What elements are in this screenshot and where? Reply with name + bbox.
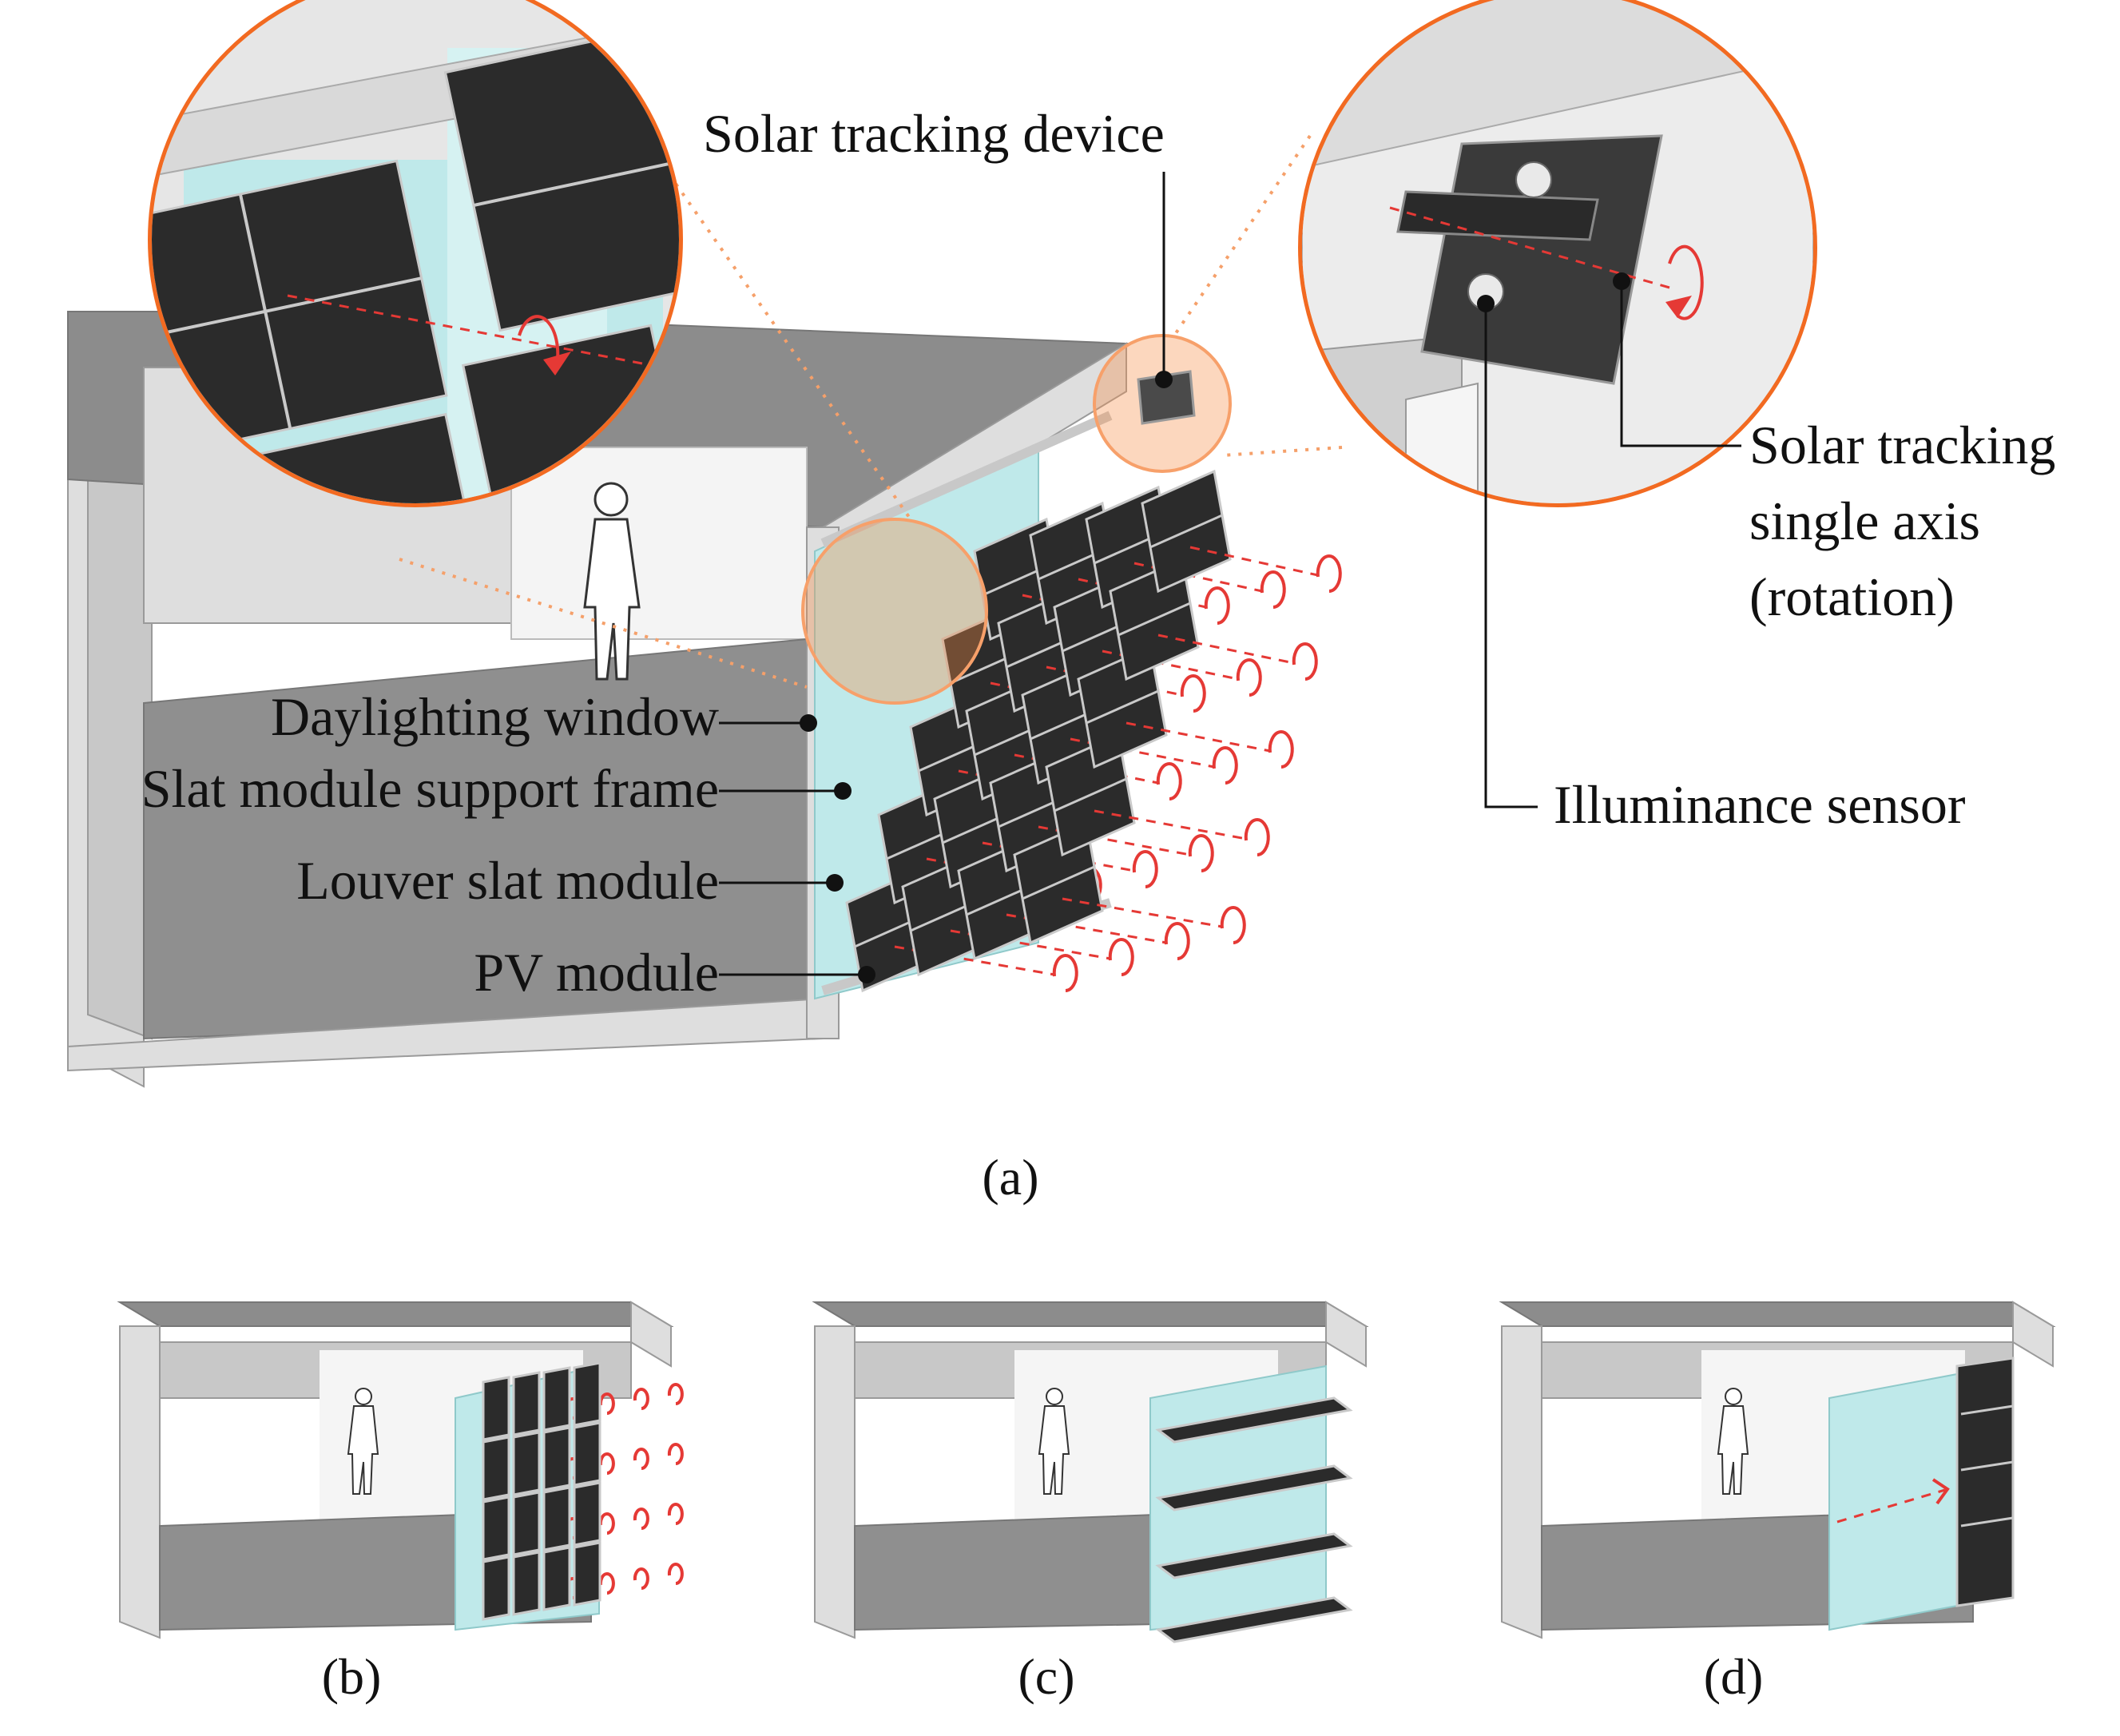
rotation-arrow-small — [598, 1572, 615, 1595]
rotation-arrow-small — [598, 1392, 615, 1415]
rotation-arrow — [1212, 746, 1238, 785]
rotation-arrow — [1316, 554, 1342, 593]
rotation-arrow-tracker — [1668, 244, 1704, 320]
rotation-arrow — [1204, 586, 1230, 625]
labels: Solar tracking device Solar tracking sin… — [141, 103, 2056, 1003]
panel-b — [117, 1301, 684, 1639]
rotation-arrow — [1132, 850, 1158, 888]
caption-a: (a) — [982, 1149, 1038, 1206]
pv-slat-small — [482, 1496, 510, 1561]
pv-slat-small — [542, 1546, 571, 1611]
rotation-arrow — [1156, 762, 1182, 800]
pv-slat-divider — [1086, 689, 1159, 725]
pv-slat-small — [482, 1555, 510, 1621]
sensor-dome-top — [1515, 161, 1552, 198]
pv-slat-divider — [1022, 865, 1095, 900]
leader-lines — [719, 172, 1741, 983]
pv-slat-small — [573, 1481, 601, 1547]
rotation-arrow-small — [598, 1452, 615, 1475]
rotation-arrow-small — [667, 1383, 684, 1405]
label-louver-slat-module: Louver slat module — [296, 850, 719, 911]
rotation-arrow-small — [633, 1388, 649, 1410]
zoom-circle-tracker — [1298, 0, 1817, 507]
zoom-connectors — [399, 118, 1343, 689]
rotation-axis-line — [1189, 546, 1319, 577]
pv-slat-small — [512, 1371, 541, 1436]
rotation-arrow-small — [667, 1563, 684, 1585]
rotation-arrow — [1108, 938, 1134, 976]
pv-slat-small — [482, 1376, 510, 1441]
rotation-arrow — [1292, 642, 1318, 681]
pv-slat-small — [542, 1426, 571, 1492]
caption-d: (d) — [1704, 1648, 1764, 1705]
pv-slat-small — [512, 1551, 541, 1616]
person-silhouette — [583, 482, 641, 681]
panel-c — [812, 1301, 1369, 1643]
rotation-arrow-small — [667, 1503, 684, 1525]
pv-slat-small — [542, 1366, 571, 1432]
rotation-arrow — [1220, 906, 1246, 944]
rotation-arrow — [1244, 818, 1270, 856]
rotation-arrow — [1164, 922, 1190, 960]
horizontal-shelves — [1155, 1396, 1353, 1643]
rotation-axis-line — [1094, 809, 1247, 840]
rotation-axis-line — [1062, 897, 1223, 928]
pv-slat-small — [573, 1541, 601, 1607]
slat-highlight — [801, 518, 988, 705]
pv-slat-small — [573, 1361, 601, 1427]
pv-slat-divider — [1118, 602, 1191, 637]
pv-slat-small — [542, 1486, 571, 1551]
rotation-axis-line — [1126, 721, 1271, 753]
pv-slat-divider — [1149, 514, 1223, 549]
label-pv-module: PV module — [474, 942, 719, 1003]
rotation-arrow-small — [667, 1443, 684, 1465]
zoom-circle-slat — [148, 0, 683, 507]
rotation-arrow — [1188, 834, 1214, 872]
caption-b: (b) — [322, 1648, 382, 1705]
label-slat-module-support-frame: Slat module support frame — [141, 758, 719, 819]
rotation-arrow — [1260, 570, 1286, 609]
back-opening — [510, 447, 808, 640]
pv-slat-small — [573, 1421, 601, 1487]
pv-slat-small — [512, 1431, 541, 1496]
rotation-arrow-small — [633, 1448, 649, 1470]
label-solar-tracking-device: Solar tracking device — [703, 103, 1165, 164]
tracking-device-body — [1137, 370, 1196, 425]
panel-d — [1499, 1301, 2056, 1639]
rotation-arrow — [1180, 674, 1206, 713]
pv-slat-small — [482, 1436, 510, 1501]
label-illuminance-sensor: Illuminance sensor — [1554, 774, 1966, 835]
pv-louver-grid — [845, 469, 1342, 993]
label-solar-tracking-axis-2: single axis — [1749, 491, 1980, 551]
slide-arrow — [1836, 1488, 1946, 1523]
rotation-arrow-small — [633, 1567, 649, 1590]
rotation-arrow — [1268, 730, 1294, 769]
rotation-arrow-small — [598, 1512, 615, 1535]
pv-slat-small — [512, 1491, 541, 1556]
label-solar-tracking-axis-3: (rotation) — [1749, 566, 1955, 627]
label-solar-tracking-axis-1: Solar tracking — [1749, 415, 2055, 475]
pv-slat-divider — [1054, 777, 1127, 812]
caption-c: (c) — [1018, 1648, 1074, 1705]
rotation-axis-line — [1157, 634, 1295, 665]
label-daylighting-window: Daylighting window — [271, 686, 719, 747]
rotation-arrow — [1052, 954, 1078, 992]
rotation-arrow — [1236, 658, 1262, 697]
stacked-louvers — [1955, 1357, 2015, 1607]
rotation-arrow-small — [633, 1508, 649, 1530]
